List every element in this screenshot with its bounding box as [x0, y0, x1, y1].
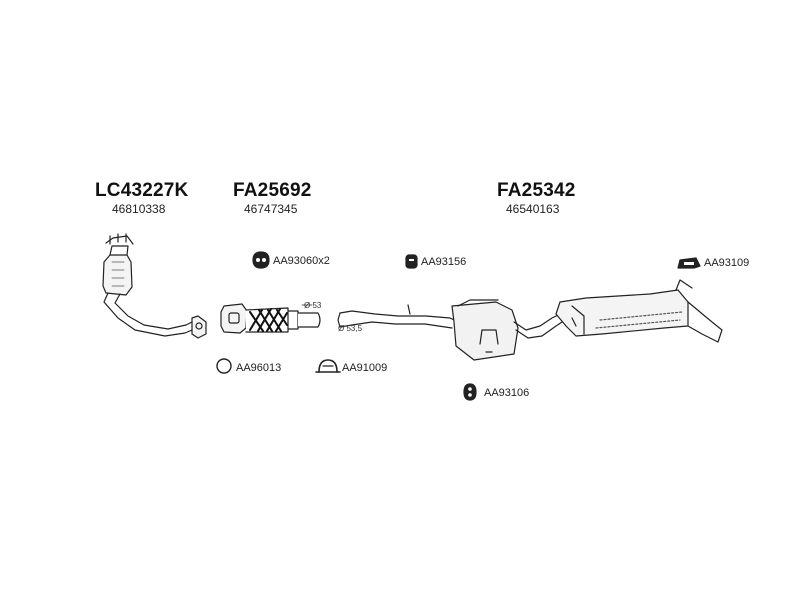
group-code-fa25342: FA25342 [497, 180, 576, 201]
part-label-aa91009: AA91009 [342, 362, 388, 374]
part-label-aa93106: AA93106 [484, 387, 530, 399]
group-code-fa25692: FA25692 [233, 180, 312, 201]
part-label-aa93060x2: AA93060x2 [273, 255, 330, 267]
part-label-aa93109: AA93109 [704, 257, 750, 269]
bracket-hanger-icon [677, 257, 701, 269]
rubber-hanger-icon [405, 254, 418, 269]
part-label-aa93156: AA93156 [421, 256, 467, 268]
rubber-mount-icon [252, 251, 270, 269]
part-label-aa96013: AA96013 [236, 362, 282, 374]
group-ref-46747345: 46747345 [244, 202, 298, 216]
diameter-label-53-5: Ø 53,5 [338, 324, 363, 333]
group-code-lc43227k: LC43227K [95, 180, 189, 201]
flex-pipe [220, 303, 321, 334]
group-ref-46810338: 46810338 [112, 202, 166, 216]
rear-silencer [555, 279, 723, 343]
clamp-icon [315, 359, 341, 373]
group-ref-46540163: 46540163 [506, 202, 560, 216]
catalytic-converter-pipe [102, 233, 207, 339]
centre-silencer-pipe [337, 299, 563, 361]
round-rubber-mount-icon [463, 383, 477, 401]
diameter-label-53: Ø 53 [304, 301, 322, 310]
ring-gasket-icon [216, 358, 232, 374]
